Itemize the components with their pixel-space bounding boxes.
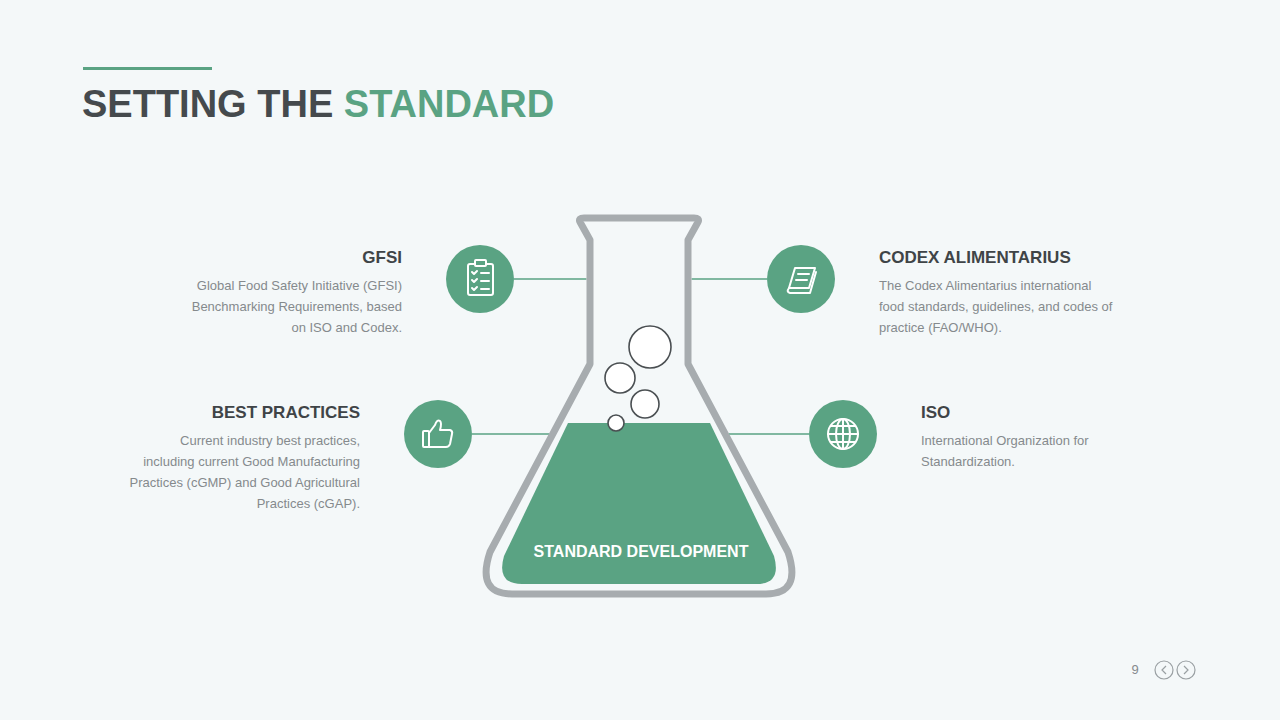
icon-circle — [446, 245, 514, 313]
book-icon — [788, 268, 816, 293]
icon-circle — [404, 400, 472, 468]
connector-line — [729, 433, 809, 435]
node-description: Global Food Safety Initiative (GFSI) Ben… — [188, 275, 402, 338]
node-description: The Codex Alimentarius international foo… — [879, 275, 1117, 338]
flask-node: STANDARD DEVELOPMENT — [476, 214, 806, 600]
title-dark-part: SETTING THE — [82, 83, 344, 125]
title-bar — [83, 67, 212, 70]
node-heading: BEST PRACTICES — [126, 402, 360, 424]
text-column: BEST PRACTICES Current industry best prac… — [126, 402, 360, 514]
icon-circle — [809, 400, 877, 468]
node-heading: ISO — [921, 402, 1121, 424]
slide-title: SETTING THE STANDARD — [82, 82, 554, 126]
source-node: ISOInternational Organization for Standa… — [809, 400, 1109, 472]
bubble — [629, 326, 671, 368]
connector-line — [514, 278, 587, 280]
connector-line — [472, 433, 549, 435]
bubble — [605, 363, 635, 393]
flask-outline — [486, 218, 792, 594]
thumbs-up-icon — [423, 421, 452, 448]
bubble — [608, 415, 624, 431]
text-column: GFSI Global Food Safety Initiative (GFSI)… — [188, 247, 402, 338]
globe-icon — [828, 419, 858, 449]
node-description: International Organization for Standardi… — [921, 430, 1121, 472]
page-number: 9 — [1128, 661, 1142, 679]
nav-buttons — [1155, 661, 1195, 679]
clipboard-icon — [468, 260, 493, 295]
text-column: CODEX ALIMENTARIUS The Codex Alimentarius… — [879, 247, 1117, 338]
text-column: ISO International Organization for Standa… — [921, 402, 1121, 472]
node-description: Current industry best practices, includi… — [126, 430, 360, 514]
flask-label: STANDARD DEVELOPMENT — [476, 541, 806, 563]
node-heading: GFSI — [188, 247, 402, 269]
source-node: GFSI Global Food Safety Initiative (GFSI)… — [190, 245, 514, 338]
source-node: BEST PRACTICES Current industry best prac… — [128, 400, 472, 514]
icon-circle — [767, 245, 835, 313]
title-accent-part: STANDARD — [344, 83, 554, 125]
flask-shape — [476, 214, 806, 600]
connector-line — [692, 278, 768, 280]
node-heading: CODEX ALIMENTARIUS — [879, 247, 1117, 269]
source-node: CODEX ALIMENTARIUS The Codex Alimentarius… — [767, 245, 1117, 338]
bubble — [631, 390, 659, 418]
